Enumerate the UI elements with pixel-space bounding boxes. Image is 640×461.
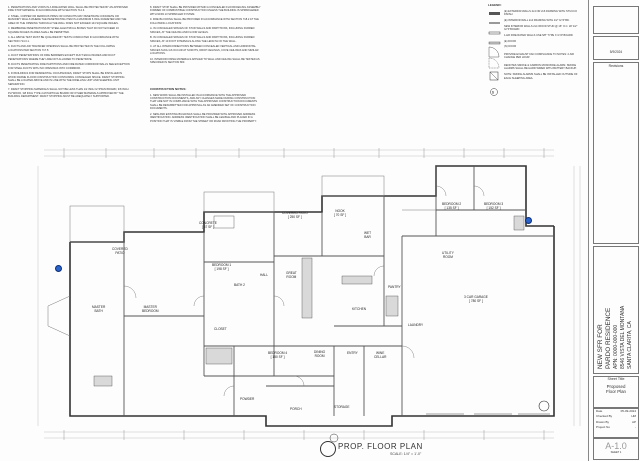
smoke-alarm-icon — [525, 217, 532, 224]
note-item: 8. DRAFT STOP SHALL BE PROVIDED WITHIN A… — [150, 6, 261, 16]
note-item: 2. STEEL, COPPER OR FERROUS PIPES OR CON… — [8, 15, 127, 25]
fixtures — [93, 215, 525, 387]
general-notes-col2: 8. DRAFT STOP SHALL BE PROVIDED WITHIN A… — [150, 6, 262, 67]
note-item: 2. NEW AND EXISTING BUILDINGS SHALL BE P… — [150, 112, 257, 123]
sheet-title-label: Sheet Title — [607, 377, 625, 381]
room-label: COVERED PATIO[ 250 SF ] — [282, 211, 308, 219]
note-item: B. DUCTS PENETRATING FIRE PARTITIONS AND… — [8, 63, 130, 70]
legend-symbols: S — [488, 12, 501, 96]
project-address: 8546 VISTA DEL MONTANA — [620, 305, 626, 369]
room-label: BATH 2 — [234, 283, 245, 287]
plan-title: PROP. FLOOR PLAN — [338, 442, 423, 451]
legend-item: (E) DOOR — [504, 39, 516, 43]
room-label: PANTRY — [388, 285, 401, 289]
room-label: LAUNDRY — [408, 323, 424, 327]
legend: LEGEND: S (E) EXTERIOR WALLS 2x4 OR 2x6 … — [488, 3, 584, 140]
legend-item: (N) DOOR — [504, 45, 517, 49]
logo-box — [593, 6, 639, 34]
title-block: 5/9/2024 Revisions NEW SFR FOR PARDO RES… — [588, 0, 640, 461]
note-item: 4. ALL ABOVE TEST MUST BE QUALIFIED BY T… — [8, 36, 119, 43]
sheet-title-line: Floor Plan — [605, 389, 626, 395]
note-item: B. IN CONCEALED SPACES OF STUD WALLS AND… — [150, 36, 255, 43]
note-item: A. DUCT PENETRATIONS OF FIRE BARRIERS EX… — [8, 54, 116, 61]
note-item: A. IN CONCEALED SPACES OF STUD WALLS AND… — [150, 27, 255, 34]
svg-text:S: S — [492, 91, 495, 95]
legend-item: PROVIDE EXHAUST FAN COMPLIANCE TO NOTES:… — [504, 52, 574, 60]
note-item: 3. MEMBRANE PENETRATIONS BY STEEL ELECTR… — [8, 27, 119, 34]
legend-item: (E) INTERIOR WALL 2x4 FRAMING WITH 1/2" … — [504, 19, 570, 23]
room-label: CONCRETE[ 67 SF ] — [199, 221, 217, 229]
dimension-ticks — [63, 148, 545, 440]
door-swings — [123, 185, 485, 397]
note-item: 5. DUCTS AND AIR TRANSFER OPENINGS SHALL… — [8, 45, 116, 52]
field-row: Project No- — [596, 425, 636, 430]
room-label: CLOSET — [214, 327, 227, 331]
room-label: STORAGE — [334, 405, 350, 409]
plan-scale: SCALE: 1/4" = 1'-0" — [390, 452, 422, 456]
legend-item: (E) EXTERIOR WALLS 2x4 OR 2x6 FRAMING WI… — [504, 10, 577, 17]
date-box: 5/9/2024 — [593, 36, 639, 60]
room-label: PORCH — [290, 407, 302, 411]
note-item: 10. INTERIOR FINISH MATERIALS APPLIED TO… — [150, 57, 260, 65]
general-notes-col1: 1. PENETRATIONS AND VOIDS IN A FIRE-RATE… — [8, 6, 130, 101]
legend-item: 1-HR FIRE RATED WALLS USE 5/8" TYPE X GY… — [504, 33, 573, 37]
project-info-box: NEW SFR FOR PARDO RESIDENCE APN: 0000-00… — [593, 246, 639, 374]
sheet-title-box: Sheet Title Proposed Floor Plan — [593, 376, 639, 408]
interior-walls — [123, 166, 554, 416]
floor-plan-drawing — [37, 148, 581, 443]
section-markers — [329, 400, 550, 443]
room-label: KITCHEN — [352, 307, 366, 311]
construction-notes: CONSTRUCTION NOTES: 1. NEW WORK SHALL BE… — [150, 87, 262, 125]
sheet-title-line: Proposed — [606, 384, 626, 390]
sheet-number-box: A-1.0 SHEET 1 — [593, 438, 639, 460]
revisions-label: Revisions — [608, 64, 624, 68]
legend-item: NEW INTERIOR WALLS 2x4 WOOD STUD @ 16" O… — [504, 24, 578, 32]
project-name: NEW SFR FOR — [597, 324, 604, 369]
revisions-box: Revisions — [593, 62, 639, 244]
exterior-features — [47, 175, 436, 337]
room-label: ENTRY — [347, 351, 358, 355]
room-label: HALL — [260, 273, 268, 277]
project-apn: APN: 0000-000-000 — [613, 324, 619, 369]
legend-title: LEGEND: — [488, 3, 502, 7]
room-label: BEDROOM 3[ 152 SF ] — [484, 202, 504, 210]
note-item: C. AT ALL INTERCONNECTIONS BETWEEN CONCE… — [150, 45, 259, 56]
sheet-of: SHEET 1 — [610, 451, 622, 454]
dimension-lines — [37, 149, 581, 439]
smoke-alarm-icon — [55, 265, 62, 272]
note-item: 1. PENETRATIONS AND VOIDS IN A FIRE-RATE… — [8, 6, 128, 13]
construction-notes-title: CONSTRUCTION NOTES: — [150, 87, 187, 91]
note-item: 9. FIRE BLOCKING SHALL BE PROVIDED IN AC… — [150, 18, 259, 25]
room-label: BEDROOM 4[ 150 SF ] — [268, 351, 288, 359]
room-label: BEDROOM 1[ 198 SF ] — [212, 263, 232, 271]
sheet-number: A-1.0 — [605, 441, 627, 451]
note-item: 6. IN BUILDINGS FOR RESIDENTIAL OCCUPANC… — [8, 72, 125, 86]
project-city: SANTA CLARITA, CA — [627, 321, 633, 369]
legend-item: DENOTES SMOKE & CARBON MONOXIDE ALARM. S… — [504, 63, 577, 70]
room-label: POWDER — [240, 397, 255, 401]
issue-date: 5/9/2024 — [609, 50, 623, 54]
room-label: BEDROOM 2[ 135 SF ] — [442, 202, 462, 210]
note-item: 7. DRAFT STOPPING MATERIALS SHALL NOT BE… — [8, 88, 129, 99]
room-label: NOOK[ 70 SF ] — [334, 209, 347, 217]
client-name: PARDO RESIDENCE — [605, 307, 612, 369]
detail-bubble-icon — [320, 441, 336, 457]
legend-item: NOTE: SMOKE ALARMS SHALL BE INSTALLED OU… — [504, 73, 578, 80]
note-item: 1. NEW WORK SHALL BE INSTALLED IN ACCORD… — [150, 93, 258, 111]
room-label: 3 CAR GARAGE[ 780 SF ] — [464, 295, 488, 303]
